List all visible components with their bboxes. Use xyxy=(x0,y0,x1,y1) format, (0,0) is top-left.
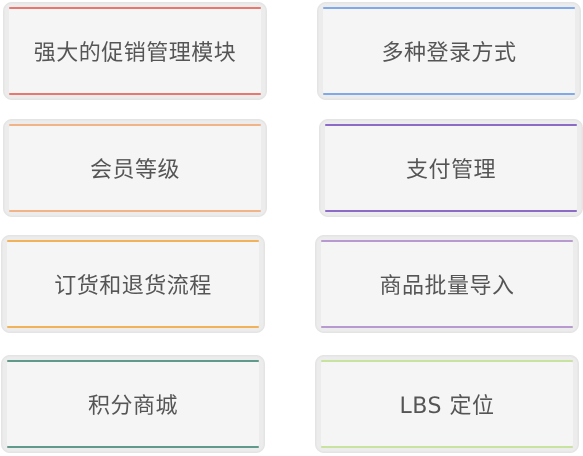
feature-card-label: 订货和退货流程 xyxy=(54,274,212,299)
feature-card-login-methods[interactable]: 多种登录方式 xyxy=(318,3,580,99)
feature-card-lbs[interactable]: LBS 定位 xyxy=(316,356,578,452)
feature-card-label: LBS 定位 xyxy=(399,394,495,419)
feature-card-label: 支付管理 xyxy=(405,158,496,183)
feature-card-payment[interactable]: 支付管理 xyxy=(320,120,582,216)
feature-card-label: 强大的促销管理模块 xyxy=(33,41,237,66)
feature-card-bulk-import[interactable]: 商品批量导入 xyxy=(316,236,578,332)
feature-card-label: 会员等级 xyxy=(89,158,180,183)
feature-card-label: 多种登录方式 xyxy=(381,41,517,66)
feature-card-label: 商品批量导入 xyxy=(379,274,515,299)
feature-card-points-mall[interactable]: 积分商城 xyxy=(2,356,264,452)
feature-card-order-return[interactable]: 订货和退货流程 xyxy=(2,236,264,332)
feature-card-label: 积分商城 xyxy=(87,394,178,419)
feature-card-promotion[interactable]: 强大的促销管理模块 xyxy=(4,3,266,99)
feature-card-member-level[interactable]: 会员等级 xyxy=(4,120,266,216)
